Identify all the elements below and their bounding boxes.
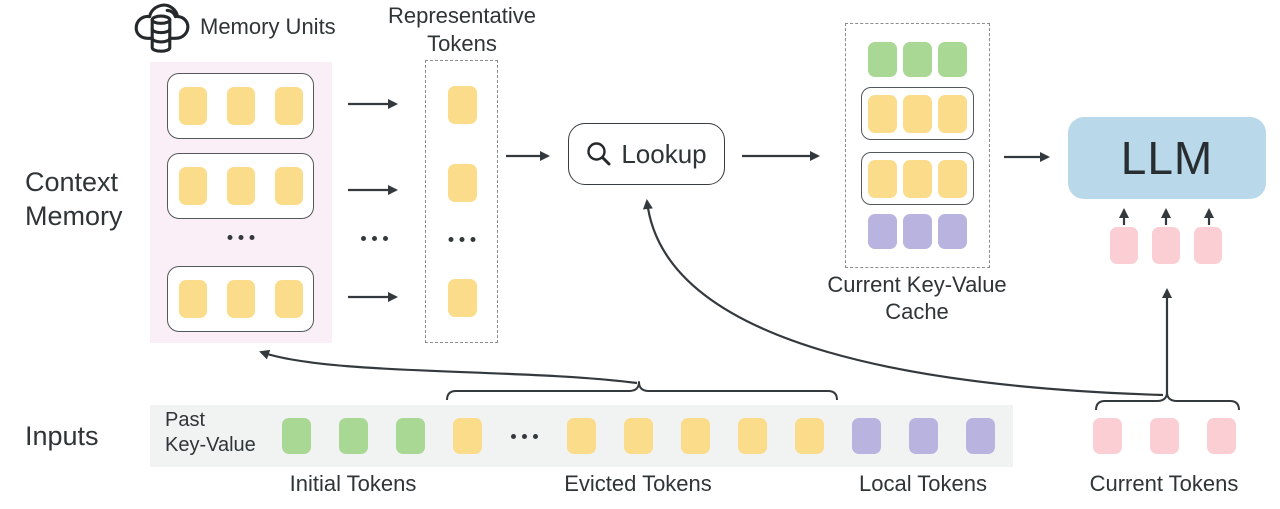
evicted-tokens-label: Evicted Tokens bbox=[564, 471, 712, 496]
purple-token bbox=[966, 418, 995, 454]
initial-tokens-label: Initial Tokens bbox=[289, 471, 417, 496]
brace-current-tokens bbox=[1095, 391, 1240, 411]
yellow-token bbox=[226, 87, 255, 125]
llm-label: LLM bbox=[1120, 132, 1214, 184]
pink-token bbox=[1150, 418, 1179, 454]
current-tokens-label: Current Tokens bbox=[1089, 471, 1239, 496]
kv-cache-label-line2: Cache bbox=[885, 299, 949, 324]
yellow-token bbox=[795, 418, 824, 454]
yellow-token bbox=[681, 418, 710, 454]
representative-tokens-label: Representative Tokens bbox=[377, 2, 547, 58]
kv-cache-label: Current Key-Value Cache bbox=[817, 271, 1017, 325]
green-token bbox=[282, 418, 311, 454]
ellipsis bbox=[510, 433, 539, 439]
yellow-token bbox=[624, 418, 653, 454]
current-tokens bbox=[1093, 418, 1236, 454]
kv-cache-box bbox=[845, 23, 990, 268]
llm-box: LLM bbox=[1068, 117, 1266, 199]
cache-row-retrieved-unit bbox=[861, 152, 974, 205]
green-token bbox=[396, 418, 425, 454]
inputs-label: Inputs bbox=[25, 421, 99, 451]
context-memory-box bbox=[150, 62, 332, 343]
ellipsis bbox=[361, 236, 388, 241]
purple-token bbox=[938, 214, 967, 249]
pink-token bbox=[1110, 227, 1138, 264]
pink-token bbox=[1194, 227, 1222, 264]
yellow-token bbox=[274, 87, 303, 125]
representative-label-line1: Representative bbox=[388, 3, 536, 28]
yellow-token bbox=[226, 280, 255, 318]
lookup-label: Lookup bbox=[621, 138, 707, 169]
cache-row-local bbox=[868, 214, 967, 249]
past-kv-label: Past Key-Value bbox=[165, 408, 256, 458]
purple-token bbox=[852, 418, 881, 454]
brace-evicted-tokens bbox=[446, 381, 838, 401]
arrow-evicted-tokens-to-memory bbox=[259, 349, 638, 385]
yellow-token bbox=[274, 167, 303, 205]
magnifier-icon bbox=[587, 142, 611, 166]
yellow-token bbox=[448, 164, 477, 202]
yellow-token bbox=[453, 418, 482, 454]
purple-token bbox=[909, 418, 938, 454]
ellipsis bbox=[448, 237, 475, 242]
purple-token bbox=[903, 214, 932, 249]
cache-row-retrieved-unit bbox=[861, 87, 974, 140]
cache-row-initial bbox=[868, 42, 967, 77]
context-memory-label: Context Memory bbox=[25, 165, 123, 233]
yellow-token bbox=[738, 418, 767, 454]
context-memory-label-line2: Memory bbox=[25, 201, 123, 231]
green-token bbox=[938, 42, 967, 77]
yellow-token bbox=[938, 159, 967, 198]
ellipsis bbox=[227, 235, 255, 240]
green-token bbox=[868, 42, 897, 77]
green-token bbox=[339, 418, 368, 454]
llm-input-tokens bbox=[1110, 227, 1222, 264]
yellow-token bbox=[274, 280, 303, 318]
yellow-token bbox=[868, 159, 897, 198]
yellow-token bbox=[178, 167, 207, 205]
yellow-token bbox=[448, 279, 477, 317]
yellow-token bbox=[938, 94, 967, 133]
representative-tokens-box bbox=[425, 60, 498, 343]
yellow-token bbox=[903, 159, 932, 198]
yellow-token bbox=[868, 94, 897, 133]
pink-token bbox=[1207, 418, 1236, 454]
yellow-token bbox=[178, 87, 207, 125]
cloud-database-icon bbox=[130, 1, 192, 57]
memory-unit bbox=[167, 153, 314, 219]
past-kv-tokens bbox=[282, 418, 995, 454]
representative-label-line2: Tokens bbox=[427, 31, 497, 56]
past-kv-label-line2: Key-Value bbox=[165, 434, 256, 456]
yellow-token bbox=[448, 86, 477, 124]
local-tokens-label: Local Tokens bbox=[858, 471, 987, 496]
purple-token bbox=[868, 214, 897, 249]
memory-unit bbox=[167, 266, 314, 332]
yellow-token bbox=[178, 280, 207, 318]
past-kv-label-line1: Past bbox=[165, 409, 206, 431]
memory-units-label: Memory Units bbox=[200, 14, 336, 39]
pink-token bbox=[1093, 418, 1122, 454]
kv-cache-label-line1: Current Key-Value bbox=[827, 272, 1007, 297]
context-memory-label-line1: Context bbox=[25, 167, 119, 197]
green-token bbox=[903, 42, 932, 77]
yellow-token bbox=[903, 94, 932, 133]
lookup-button: Lookup bbox=[568, 123, 725, 185]
memory-unit bbox=[167, 73, 314, 139]
yellow-token bbox=[226, 167, 255, 205]
pink-token bbox=[1152, 227, 1180, 264]
yellow-token bbox=[567, 418, 596, 454]
